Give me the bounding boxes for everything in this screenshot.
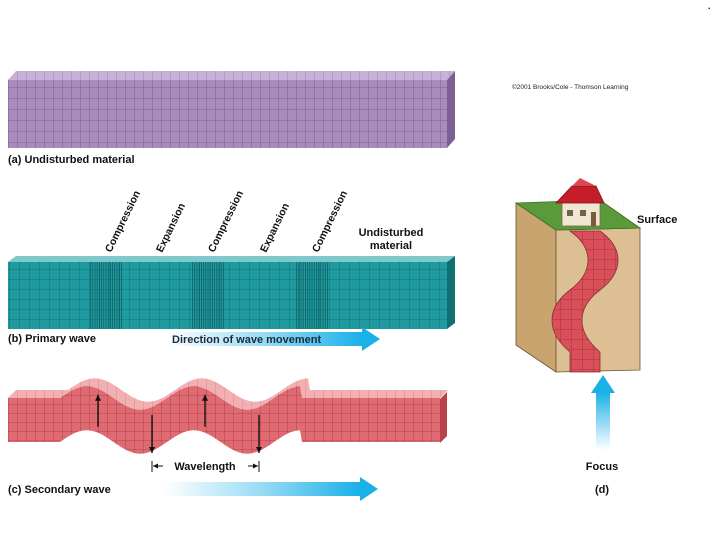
motion-arrow-head (95, 394, 101, 401)
undisturbed-block-top (8, 71, 455, 80)
motion-arrow-head (202, 394, 208, 401)
zone-label-3: Compression (206, 189, 246, 255)
focus-arrow (591, 375, 615, 450)
motion-arrow-head (149, 447, 155, 454)
earth-block-front (515, 202, 557, 373)
direction-arrow-c (164, 477, 378, 501)
motion-arrow-head (256, 447, 262, 454)
house-icon (555, 178, 605, 227)
secondary-block-top (8, 378, 448, 410)
panel-d: Surface Focus (d) (514, 178, 677, 496)
primary-block-top (8, 256, 455, 262)
zone-label-4: Expansion (258, 201, 292, 254)
panel-b: Compression Expansion Compression Expans… (8, 189, 455, 351)
corner-mark: . (708, 1, 711, 11)
direction-arrow-b (166, 327, 380, 351)
wavelength-label: Wavelength (174, 461, 236, 473)
particle-motion-arrows (95, 394, 262, 454)
primary-block-side (447, 256, 455, 329)
secondary-block-front (8, 386, 440, 454)
copyright-note: ©2001 Brooks/Cole - Thomson Learning (512, 83, 629, 91)
zone-label-1: Compression (103, 189, 143, 255)
compression-lines (90, 262, 328, 329)
caption-a: (a) Undisturbed material (8, 154, 135, 166)
secondary-block-side (440, 392, 447, 443)
zone-label-5: Compression (310, 189, 350, 255)
primary-block-front (8, 262, 447, 329)
caption-c: (c) Secondary wave (8, 484, 111, 496)
zone-label-2: Expansion (154, 201, 188, 254)
caption-b: (b) Primary wave (8, 333, 96, 345)
undisturbed-block-front (8, 80, 447, 148)
wavelength-marker (151, 461, 260, 472)
direction-label: Direction of wave movement (172, 334, 321, 346)
surface-label: Surface (637, 214, 677, 226)
focus-label: Focus (586, 461, 618, 473)
shear-wave-band (551, 230, 619, 373)
undisturbed-label-line2: material (370, 240, 412, 252)
panel-c: Wavelength (c) Secondary wave (8, 378, 448, 501)
fence-icon (539, 193, 624, 207)
undisturbed-label-line1: Undisturbed (359, 227, 424, 239)
caption-d: (d) (595, 484, 609, 496)
panel-a: (a) Undisturbed material ©2001 Brooks/Co… (8, 71, 629, 166)
undisturbed-block-side (447, 71, 455, 148)
zone-labels: Compression Expansion Compression Expans… (103, 189, 350, 255)
